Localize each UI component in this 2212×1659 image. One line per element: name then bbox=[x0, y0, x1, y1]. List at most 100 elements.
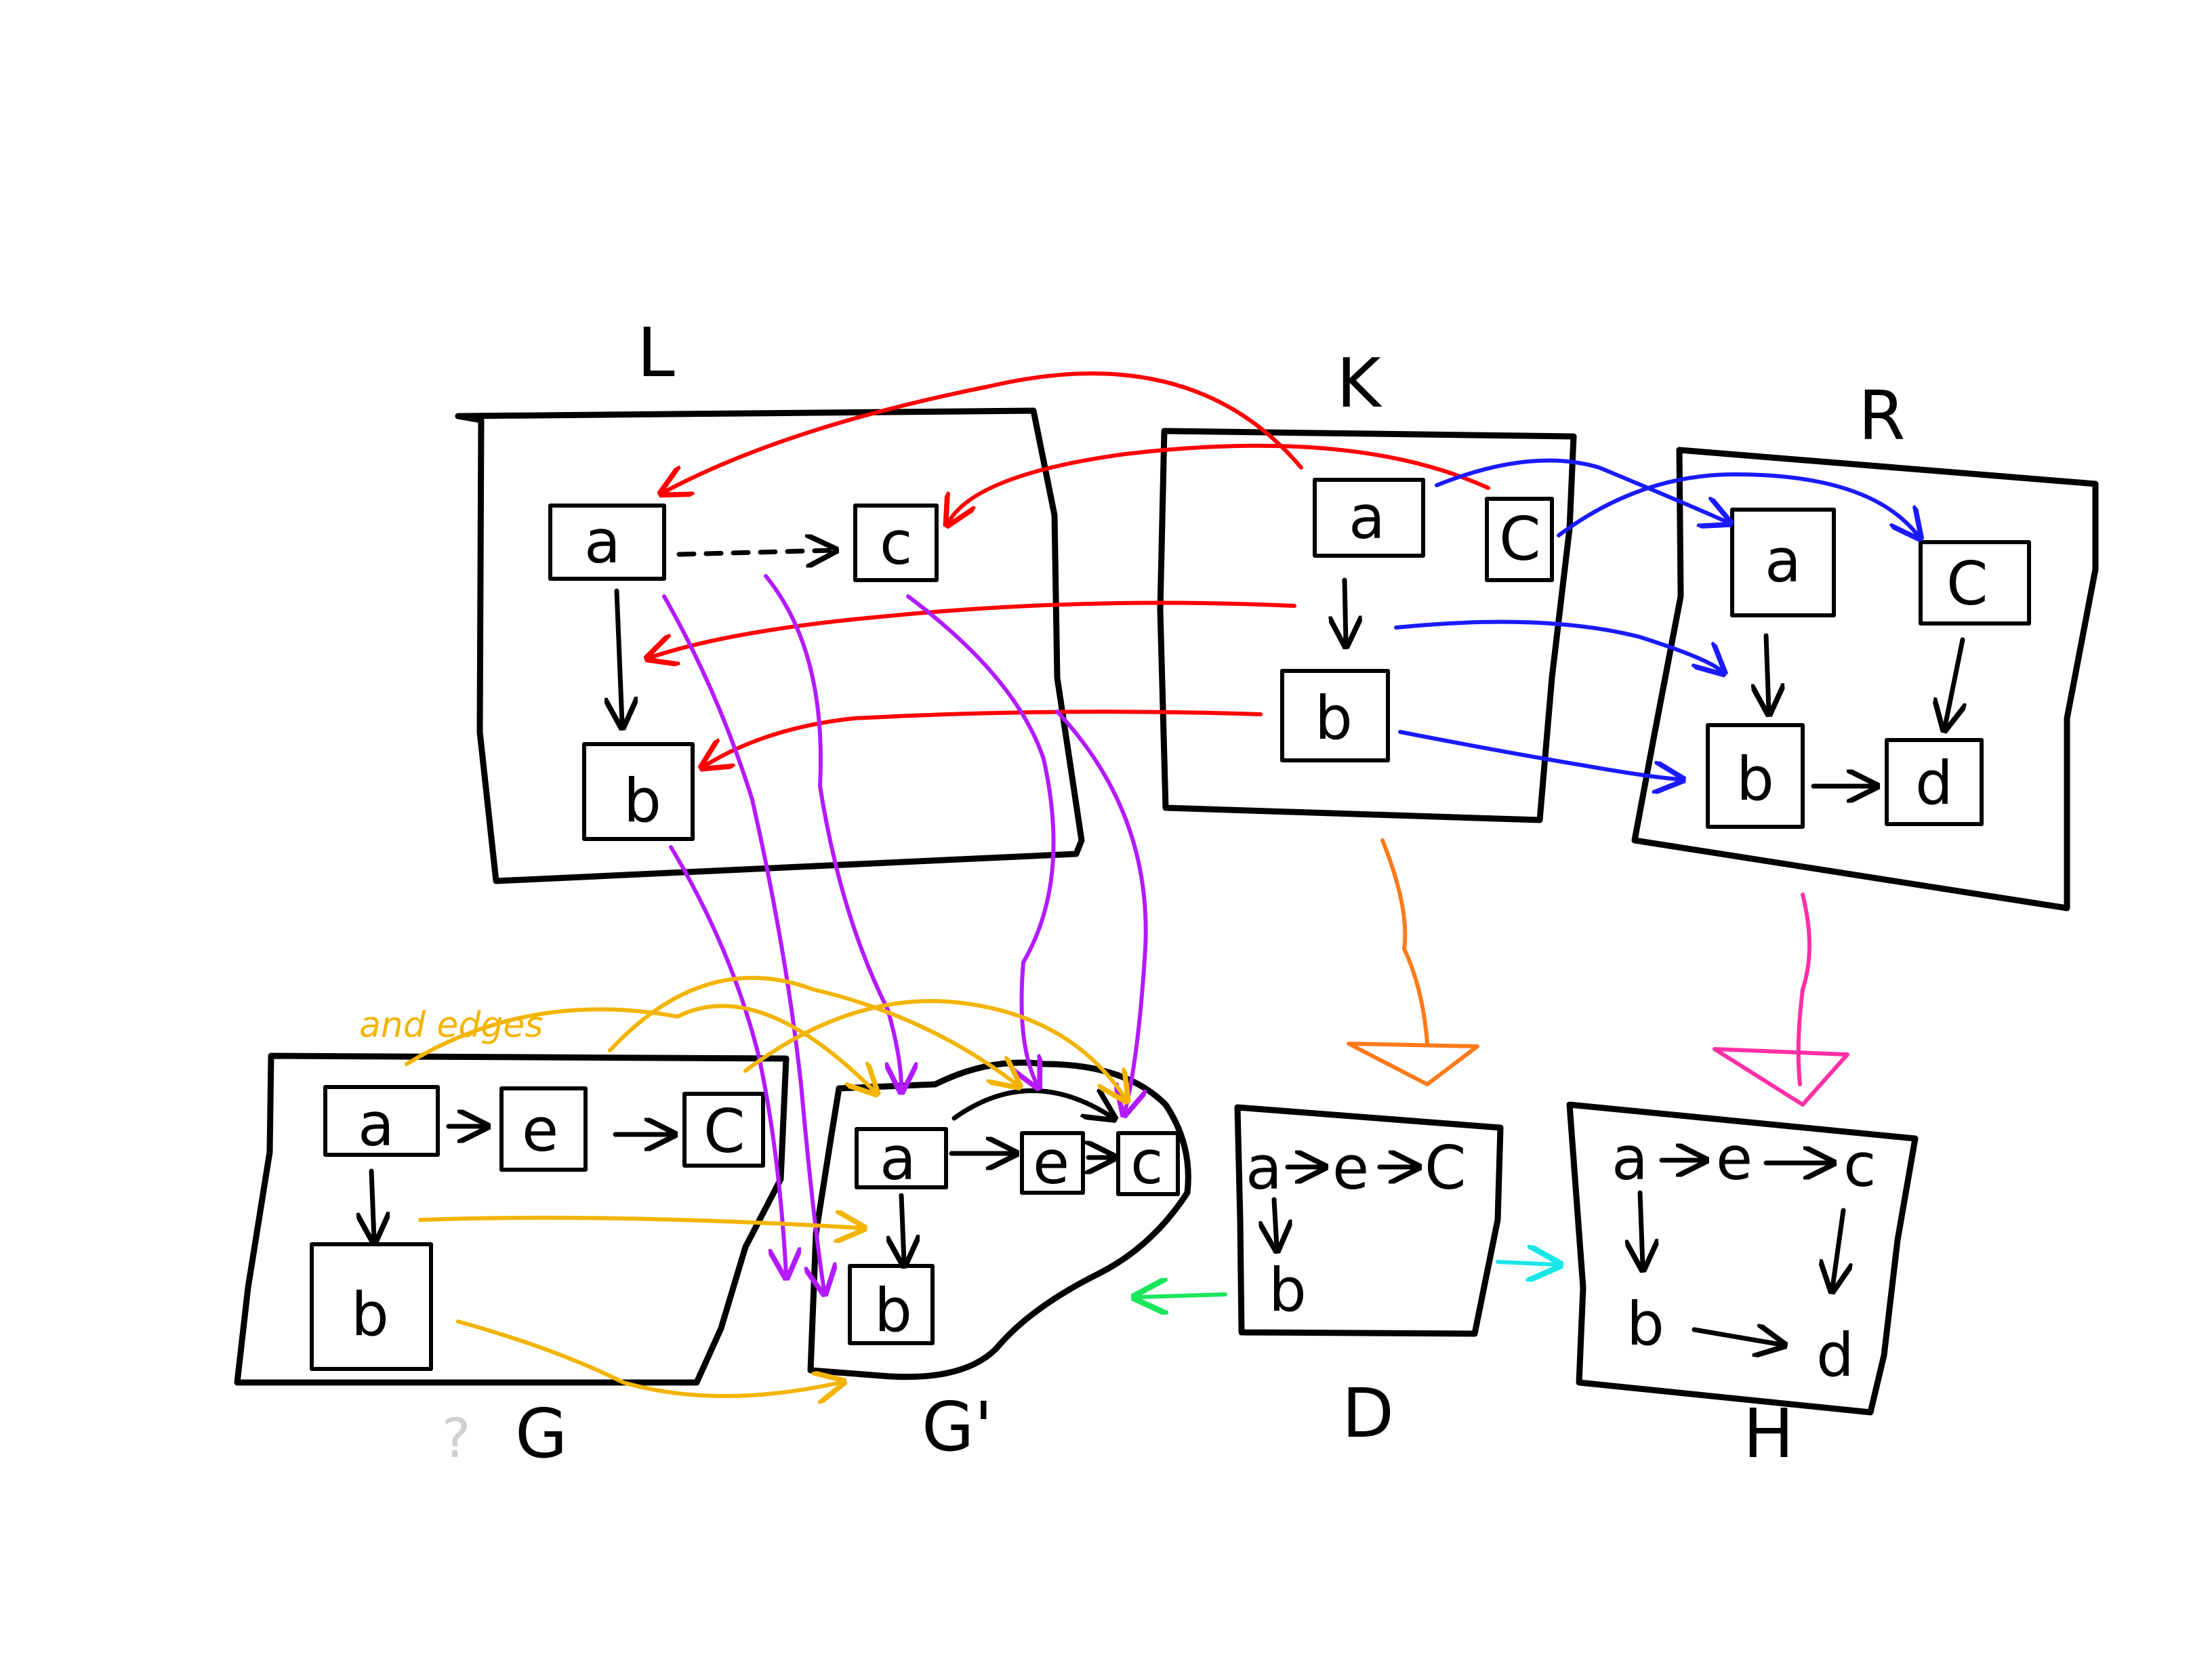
g-node-b: b bbox=[351, 1279, 389, 1349]
gp-node-a-box bbox=[855, 1127, 948, 1189]
morphism-k-to-r bbox=[1394, 458, 1918, 779]
morphism-g-to-g-prime: and edges bbox=[359, 975, 1125, 1396]
l-node-b-box bbox=[582, 742, 695, 841]
k-node-c: C bbox=[1499, 504, 1540, 574]
gp-edge-a-c-curved bbox=[951, 1088, 1111, 1118]
gp-edge-a-b bbox=[901, 1193, 904, 1262]
orange-arrow-head bbox=[1347, 1042, 1479, 1086]
d-node-c: C bbox=[1425, 1133, 1466, 1203]
h-node-e: e bbox=[1716, 1124, 1753, 1193]
green-arrow-d-to-g-prime bbox=[1139, 1294, 1227, 1297]
l-edge-a-c-dashed bbox=[676, 550, 832, 554]
yellow-arrow-g-c-to-gp-c bbox=[743, 999, 1125, 1098]
graph-r-title: R bbox=[1858, 376, 1905, 455]
gp-node-e-box bbox=[1020, 1131, 1085, 1195]
orange-arrow-shaft bbox=[1380, 838, 1429, 1046]
graph-k-title: K bbox=[1336, 344, 1382, 423]
g-node-c: C bbox=[703, 1097, 745, 1166]
gp-node-b: b bbox=[874, 1275, 912, 1345]
yellow-arrow-g-a-to-gp-a bbox=[405, 1004, 874, 1091]
r-node-c: C bbox=[1946, 549, 1988, 619]
gp-node-c-box bbox=[1116, 1131, 1180, 1196]
l-edge-a-b bbox=[617, 588, 622, 724]
h-node-b: b bbox=[1626, 1289, 1664, 1359]
purple-arrow-l-edge-to-gp-edge bbox=[764, 574, 901, 1088]
g-node-e: e bbox=[522, 1095, 558, 1165]
blue-arrow-k-b-to-r-b bbox=[1398, 730, 1679, 779]
graph-l-frame bbox=[455, 407, 1085, 884]
purple-arrow-l-b-to-gp-b bbox=[669, 845, 786, 1274]
h-edge-c-d bbox=[1832, 1208, 1843, 1288]
graph-g-prime: G' a e c b bbox=[807, 1059, 1191, 1467]
purple-arrow-l-c-to-gp-c-2 bbox=[1055, 710, 1148, 1111]
k-node-a-box bbox=[1313, 478, 1425, 558]
graph-g-scribble-mark: ? bbox=[442, 1407, 470, 1470]
r-node-d-box bbox=[1885, 738, 1984, 826]
red-arrow-k-to-l-edge bbox=[651, 600, 1296, 657]
k-node-b-box bbox=[1280, 669, 1390, 762]
graph-l: L a c b bbox=[455, 313, 1085, 884]
r-node-d: d bbox=[1915, 748, 1953, 818]
graph-l-title: L bbox=[637, 313, 675, 392]
blue-arrow-k-c-to-r-c bbox=[1557, 472, 1918, 535]
k-node-b: b bbox=[1315, 683, 1353, 753]
graph-g-prime-frame bbox=[807, 1059, 1191, 1380]
graph-k: K a C b bbox=[1157, 344, 1577, 823]
graph-d-frame bbox=[1234, 1104, 1504, 1337]
r-node-b: b bbox=[1736, 744, 1774, 814]
h-edge-b-d bbox=[1692, 1330, 1781, 1345]
purple-arrow-l-a-to-gp-a bbox=[662, 594, 824, 1290]
graph-g-title: G bbox=[515, 1394, 568, 1473]
pink-arrow-shaft bbox=[1796, 893, 1811, 1086]
r-node-c-box bbox=[1919, 540, 2031, 626]
k-node-a: a bbox=[1349, 483, 1385, 552]
graph-r: R a C b d bbox=[1631, 376, 2099, 912]
morphism-r-to-h bbox=[1713, 893, 1849, 1107]
gp-node-e: e bbox=[1033, 1128, 1069, 1197]
graph-r-frame bbox=[1631, 447, 2099, 912]
l-node-c-box bbox=[853, 504, 939, 582]
blue-arrow-k-edge-to-r-edge bbox=[1394, 619, 1721, 671]
g-node-e-box bbox=[499, 1086, 588, 1172]
cyan-arrow-d-to-h bbox=[1496, 1262, 1556, 1265]
h-node-c: c bbox=[1843, 1130, 1876, 1200]
r-edge-a-b bbox=[1766, 633, 1769, 710]
graph-h-frame bbox=[1566, 1101, 1919, 1416]
l-node-c: c bbox=[880, 508, 912, 578]
g-edge-a-b bbox=[371, 1168, 374, 1239]
red-arrow-k-a-to-l-a bbox=[664, 371, 1303, 492]
d-edge-a-b bbox=[1274, 1197, 1277, 1247]
red-arrow-k-b-to-l-b bbox=[705, 710, 1263, 766]
h-node-a: a bbox=[1612, 1124, 1648, 1193]
h-node-d: d bbox=[1816, 1320, 1854, 1390]
morphism-k-to-d bbox=[1347, 838, 1479, 1086]
graph-g-prime-title: G' bbox=[922, 1387, 993, 1467]
l-node-b: b bbox=[623, 766, 661, 836]
d-node-a: a bbox=[1246, 1133, 1282, 1203]
r-node-b-box bbox=[1706, 723, 1805, 829]
gp-node-c: c bbox=[1130, 1128, 1163, 1197]
r-edge-c-d bbox=[1945, 637, 1963, 726]
g-node-a-box bbox=[323, 1085, 440, 1157]
r-node-a: a bbox=[1765, 526, 1801, 596]
graph-d: D a e C b bbox=[1234, 1104, 1504, 1453]
graph-h: H a e c b d bbox=[1566, 1101, 1919, 1473]
graph-g: G ? a e C b bbox=[234, 1052, 790, 1473]
graph-k-frame bbox=[1157, 428, 1577, 823]
k-edge-a-b bbox=[1345, 577, 1346, 642]
d-node-b: b bbox=[1269, 1255, 1307, 1325]
blue-arrow-k-a-to-r-a bbox=[1435, 458, 1727, 522]
r-node-a-box bbox=[1730, 508, 1836, 617]
l-node-a-box bbox=[548, 504, 666, 581]
k-node-c-box bbox=[1485, 497, 1554, 582]
yellow-arrow-g-b-to-gp-b bbox=[456, 1319, 840, 1396]
graph-d-title: D bbox=[1342, 1374, 1394, 1453]
yellow-arrow-g-edge-to-gp-edge bbox=[418, 1218, 861, 1228]
pink-arrow-head bbox=[1713, 1047, 1849, 1107]
red-arrow-k-c-to-l-c bbox=[949, 443, 1490, 522]
gp-node-a: a bbox=[880, 1124, 916, 1193]
l-node-a: a bbox=[584, 507, 621, 577]
morphism-k-to-l bbox=[651, 371, 1490, 766]
g-node-c-box bbox=[682, 1092, 765, 1168]
